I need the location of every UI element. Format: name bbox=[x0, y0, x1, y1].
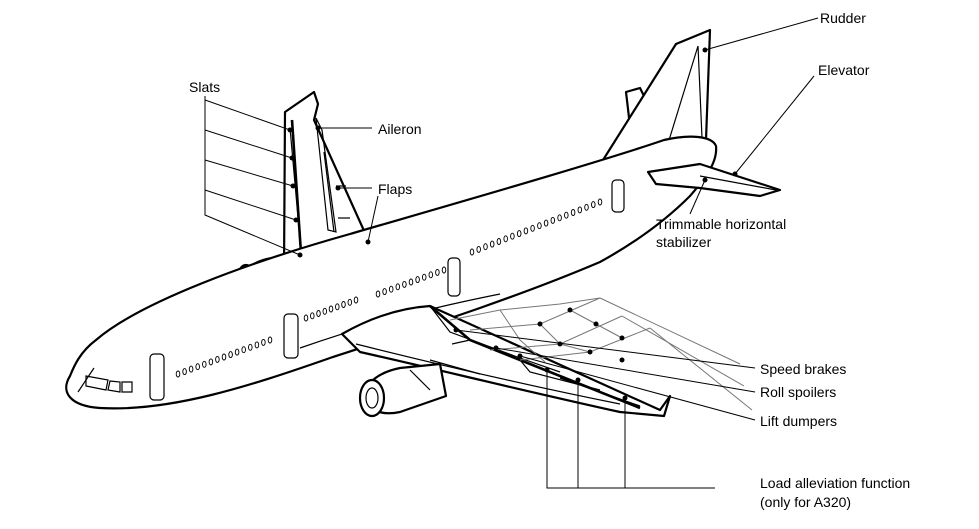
stabilizer-label-line2: stabilizer bbox=[656, 234, 712, 250]
cabin-window bbox=[182, 368, 187, 376]
cockpit-windows bbox=[77, 367, 133, 393]
cabin-window bbox=[208, 358, 214, 366]
cabin-window bbox=[241, 346, 246, 354]
elevator-label: Elevator bbox=[818, 62, 870, 78]
cabin-window bbox=[267, 336, 273, 344]
cabin-window bbox=[584, 203, 589, 211]
slats-label: Slats bbox=[189, 79, 221, 95]
cabin-window bbox=[228, 351, 233, 359]
cabin-window bbox=[591, 201, 596, 209]
cabin-window bbox=[415, 276, 420, 284]
right-engine bbox=[358, 362, 448, 418]
cabin-window bbox=[435, 268, 440, 276]
flaps-label: Flaps bbox=[378, 181, 413, 197]
cabin-window bbox=[510, 232, 515, 240]
cabin-window bbox=[322, 307, 328, 315]
cabin-window bbox=[195, 363, 200, 371]
cabin-window bbox=[503, 235, 508, 243]
leader-lines bbox=[204, 17, 819, 489]
cabin-window bbox=[564, 211, 569, 219]
cabin-window bbox=[421, 273, 427, 281]
cabin-window bbox=[537, 222, 542, 230]
cabin-window bbox=[388, 285, 394, 293]
cabin-window bbox=[234, 348, 240, 356]
cabin-window bbox=[428, 271, 434, 279]
cabin-window bbox=[248, 343, 253, 351]
cabin-window bbox=[597, 198, 603, 206]
right-horizontal-stabilizer bbox=[646, 162, 782, 198]
cabin-window bbox=[375, 290, 381, 298]
fuselage-doors bbox=[149, 179, 625, 401]
stabilizer-label-line1: Trimmable horizontal bbox=[656, 216, 787, 232]
cabin-window bbox=[550, 216, 556, 224]
cabin-window bbox=[254, 341, 260, 349]
marker-dots bbox=[287, 47, 738, 401]
cabin-window bbox=[382, 288, 387, 296]
cabin-window bbox=[341, 301, 346, 308]
cabin-window bbox=[310, 312, 315, 320]
cabin-window bbox=[469, 248, 475, 256]
cabin-window bbox=[543, 219, 549, 227]
cabin-window bbox=[221, 353, 227, 361]
cabin-window bbox=[175, 370, 181, 378]
cabin-window bbox=[577, 206, 583, 214]
cabin-window bbox=[516, 230, 522, 238]
load-alleviation-label-line2: (only for A320) bbox=[760, 494, 852, 510]
right-wing bbox=[340, 304, 672, 418]
cabin-window bbox=[483, 243, 488, 251]
cabin-window bbox=[523, 227, 529, 235]
cabin-window bbox=[328, 305, 334, 313]
cabin-window bbox=[441, 266, 447, 274]
roll-spoilers-label: Roll spoilers bbox=[760, 384, 837, 400]
cabin-window bbox=[303, 314, 309, 322]
cabin-windows bbox=[175, 198, 603, 378]
cabin-window bbox=[261, 338, 266, 346]
cabin-window bbox=[570, 209, 576, 216]
cabin-window bbox=[316, 310, 321, 317]
load-alleviation-label-line1: Load alleviation function bbox=[760, 475, 911, 491]
lift-dumpers-label: Lift dumpers bbox=[760, 413, 838, 429]
cabin-window bbox=[476, 245, 481, 253]
speed-brakes-label: Speed brakes bbox=[760, 361, 847, 377]
cabin-window bbox=[402, 280, 407, 288]
cabin-window bbox=[395, 283, 401, 291]
rudder-label: Rudder bbox=[820, 10, 866, 26]
cabin-window bbox=[215, 355, 220, 363]
cabin-window bbox=[489, 240, 495, 248]
aileron-label: Aileron bbox=[378, 121, 422, 137]
cabin-window bbox=[202, 360, 207, 368]
cabin-window bbox=[408, 278, 414, 286]
cabin-window bbox=[353, 296, 359, 304]
cabin-window bbox=[188, 365, 194, 373]
cabin-window bbox=[335, 303, 340, 311]
cabin-window bbox=[530, 224, 535, 232]
spoiler-grid bbox=[449, 297, 753, 411]
left-wing bbox=[282, 90, 372, 272]
cabin-window bbox=[347, 298, 353, 306]
cabin-window bbox=[557, 214, 562, 222]
cabin-window bbox=[496, 238, 502, 245]
